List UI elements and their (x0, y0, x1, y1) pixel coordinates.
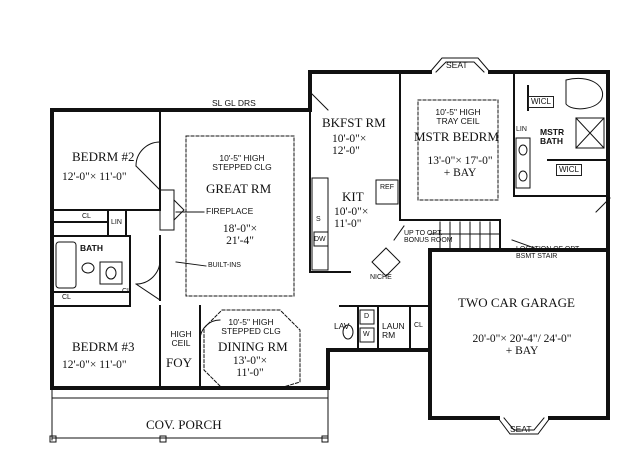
dryer-label: D (364, 313, 370, 320)
dishwasher-label: DW (314, 236, 326, 243)
wicl-top-label: WICL (528, 96, 554, 108)
bedroom3-dims: 12'-0"× 11'-0" (62, 359, 127, 371)
master-dims: 13'-0"× 17'-0" + BAY (427, 155, 493, 179)
dining-name: DINING RM (218, 339, 288, 354)
porch-name: COV. PORCH (146, 417, 222, 432)
great-room-name: GREAT RM (206, 181, 272, 196)
fireplace-label: FIREPLACE (206, 206, 254, 216)
kitchen-name: KIT (342, 189, 364, 204)
wicl-bottom-label: WICL (556, 164, 582, 176)
washer-label: W (363, 331, 370, 338)
seat-top-label: SEAT (446, 60, 468, 70)
garage-dims: 20'-0"× 20'-4"/ 24'-0" + BAY (472, 333, 572, 357)
laundry-closet-label: CL (414, 322, 423, 329)
kitchen-dims: 10'-0"× 11'-0" (334, 206, 369, 230)
exterior-walls (50, 70, 610, 420)
niche-label: NICHE (370, 274, 392, 281)
bed2-linen-label: LIN (111, 219, 122, 226)
master-linen-label: LIN (516, 126, 527, 133)
great-room-dims: 18'-0"× 21'-4" (222, 223, 258, 247)
bed3-closet-label-a: CL (62, 294, 71, 301)
bedroom2-name: BEDRM #2 (72, 149, 135, 164)
bonus-room-label: UP TO OPT. BONUS ROOM (404, 230, 453, 244)
breakfast-name: BKFST RM (322, 115, 386, 130)
bed2-closet-label: CL (82, 213, 91, 220)
foyer-ceiling: HIGH CEIL (170, 329, 192, 348)
detail-lines (49, 57, 611, 443)
breakfast-dims: 10'-0"× 12'-0" (332, 133, 367, 157)
seat-bottom-label: SEAT (510, 424, 532, 434)
bed3-closet-label-b: CL (122, 288, 131, 295)
built-ins-label: BUILT-INS (208, 262, 241, 269)
basement-stair-label: LOCATION OF OPT BSMT STAIR (516, 246, 580, 260)
bedroom3-name: BEDRM #3 (72, 339, 135, 354)
master-name: MSTR BEDRM (414, 129, 499, 144)
bedroom2-dims: 12'-0"× 11'-0" (62, 171, 127, 183)
dining-ceiling: 10'-5" HIGH STEPPED CLG (221, 317, 281, 336)
lav-name: LAV (334, 321, 350, 331)
master-ceiling: 10'-5" HIGH TRAY CEIL (435, 107, 481, 126)
laundry-name: LAUN RM (382, 321, 405, 340)
great-room-ceiling: 10'-5" HIGH STEPPED CLG (212, 153, 272, 172)
master-bath-name: MSTR BATH (540, 127, 565, 146)
refrigerator-label: REF (380, 184, 394, 191)
sliding-glass-doors-label: SL GL DRS (212, 98, 256, 108)
dining-dims: 13'-0"× 11'-0" (232, 355, 268, 379)
garage-name: TWO CAR GARAGE (458, 295, 575, 310)
sink-label: S (316, 216, 321, 223)
bath-name: BATH (80, 243, 103, 253)
foyer-name: FOY (166, 355, 193, 370)
